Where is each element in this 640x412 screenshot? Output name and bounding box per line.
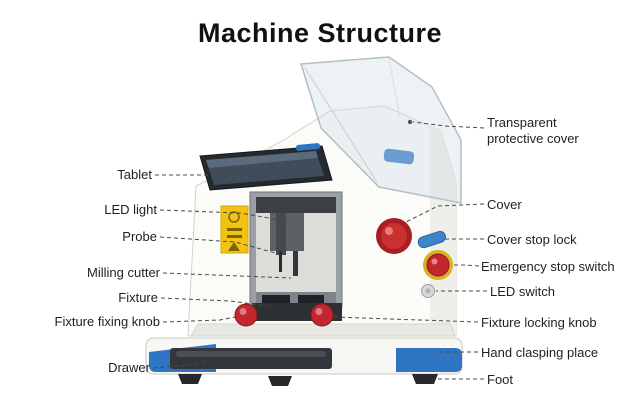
emergency-stop-leader-line bbox=[454, 264, 480, 267]
foot-left bbox=[178, 374, 202, 384]
fixture-fixing-knob-leader-line bbox=[162, 316, 236, 323]
led-light-leader-line bbox=[159, 209, 293, 223]
body-right-shade bbox=[420, 120, 456, 336]
fixture-leader-line bbox=[160, 297, 269, 307]
label-milling-cutter: Milling cutter bbox=[87, 265, 160, 280]
label-fixture-fixing-knob: Fixture fixing knob bbox=[54, 314, 161, 329]
fixture-fixing-knob bbox=[234, 303, 258, 327]
work-table bbox=[190, 323, 456, 337]
drawer-leader-line bbox=[152, 360, 209, 369]
page-title: Machine Structure bbox=[197, 18, 443, 48]
probe bbox=[279, 251, 282, 272]
emergency-stop-switch bbox=[423, 250, 453, 280]
label-probe: Probe bbox=[122, 229, 157, 244]
label-hand-clasping-place: Hand clasping place bbox=[481, 345, 599, 360]
foot-right bbox=[412, 374, 438, 384]
head-blue-slot bbox=[383, 148, 415, 165]
led-switch bbox=[421, 284, 435, 298]
label-foot: Foot bbox=[487, 372, 514, 387]
cover-knob bbox=[376, 218, 412, 254]
spindle-block bbox=[270, 213, 304, 251]
cover-stop-lock bbox=[417, 230, 446, 249]
probe-leader-line bbox=[159, 236, 280, 255]
label-drawer: Drawer bbox=[108, 360, 150, 375]
foot-middle bbox=[268, 376, 292, 386]
label-tablet: Tablet bbox=[117, 167, 152, 182]
tablet bbox=[199, 143, 333, 191]
label-led-light: LED light bbox=[104, 202, 157, 217]
warning-sticker bbox=[220, 205, 249, 254]
fixture-locking-knob bbox=[310, 303, 334, 327]
machine-illustration bbox=[145, 56, 463, 386]
milling-chamber bbox=[249, 191, 343, 321]
label-emergency-stop-switch: Emergency stop switch bbox=[481, 259, 615, 274]
leader-lines bbox=[152, 121, 487, 380]
milling-cutter-leader-line bbox=[162, 272, 292, 279]
label-fixture: Fixture bbox=[118, 290, 158, 305]
cover-target-dot bbox=[407, 119, 413, 125]
label-cover-stop-lock: Cover stop lock bbox=[487, 232, 577, 247]
label-fixture-locking-knob: Fixture locking knob bbox=[481, 315, 597, 330]
label-cover: Cover bbox=[487, 197, 522, 212]
cover-leader-line bbox=[405, 203, 485, 223]
milling-cutter bbox=[293, 251, 298, 276]
label-led-switch: LED switch bbox=[490, 284, 556, 299]
fixture-locking-knob-leader-line bbox=[333, 316, 479, 323]
drawer-handle bbox=[176, 351, 326, 357]
tablet-leader-line bbox=[155, 169, 251, 176]
label-transparent-protective-cover: Transparent protective cover bbox=[487, 115, 579, 146]
hand-clasping-place bbox=[396, 348, 462, 372]
transparent-protective-cover bbox=[300, 56, 462, 204]
